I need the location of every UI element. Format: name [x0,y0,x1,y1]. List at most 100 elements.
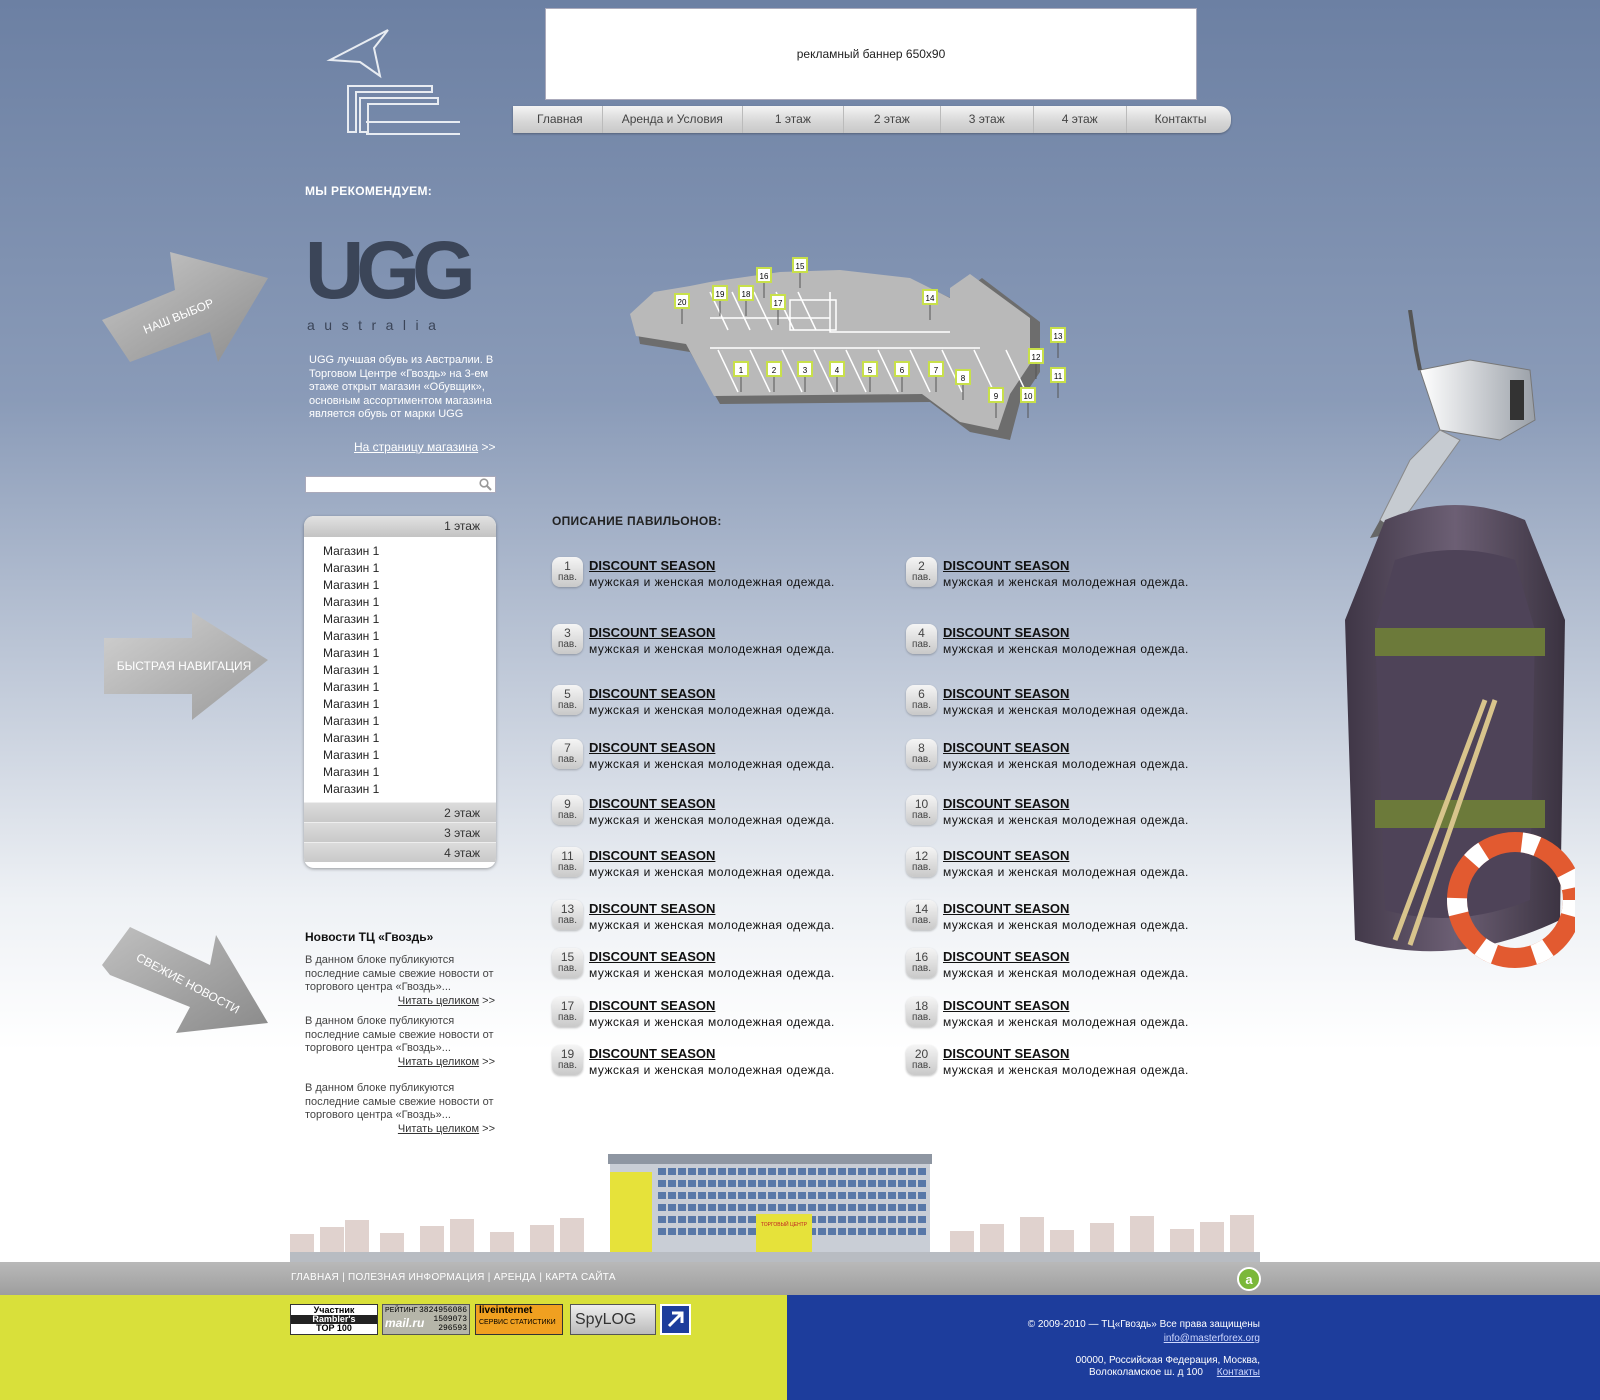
floor-1-header[interactable]: 1 этаж [304,516,496,537]
floor-3-header[interactable]: 3 этаж [304,822,496,842]
pavilion-name-link[interactable]: DISCOUNT SEASON [589,1046,716,1061]
map-pavilion-number: 6 [900,366,905,375]
rambler-counter[interactable]: Участник Rambler's TOP 100 [290,1304,378,1335]
pavilion-description: мужская и женская молодежная одежда. [943,757,1189,771]
map-pavilion-tag[interactable]: 1 [733,361,749,392]
inflatable-boat-image [1345,505,1575,968]
map-pavilion-tag[interactable]: 10 [1020,387,1036,418]
news-read-more-label[interactable]: Читать целиком [397,1122,480,1135]
shop-link[interactable]: Магазин 1 [323,697,380,711]
news-read-more-label[interactable]: Читать целиком [397,1055,480,1068]
footer-contacts-link[interactable]: Контакты [1216,1367,1260,1378]
spylog-counter[interactable]: SpyLOG [570,1304,656,1335]
pavilion-name-link[interactable]: DISCOUNT SEASON [943,949,1070,964]
nav-rent[interactable]: Аренда и Условия [603,106,743,133]
pavilion-name-link[interactable]: DISCOUNT SEASON [589,796,716,811]
nav-floor-1[interactable]: 1 этаж [743,106,844,133]
map-pavilion-tag[interactable]: 16 [756,267,772,298]
news-read-more[interactable]: Читать целиком >> [305,995,495,1009]
pavilion-name-link[interactable]: DISCOUNT SEASON [589,848,716,863]
footer-link-sitemap[interactable]: КАРТА САЙТА [545,1272,616,1283]
pavilion-name-link[interactable]: DISCOUNT SEASON [589,949,716,964]
footer-link-home[interactable]: ГЛАВНАЯ [291,1272,339,1283]
ugg-logo[interactable]: UGG australia [305,228,490,333]
shop-link[interactable]: Магазин 1 [323,595,380,609]
map-pavilion-tag[interactable]: 20 [674,293,690,324]
mall-sign: ТОРГОВЫЙ ЦЕНТР [761,1220,808,1228]
pavilion-name-link[interactable]: DISCOUNT SEASON [943,796,1070,811]
pavilion-name-link[interactable]: DISCOUNT SEASON [943,558,1070,573]
map-pavilion-tag[interactable]: 3 [797,361,813,392]
map-pavilion-tag[interactable]: 6 [894,361,910,392]
footer-link-rent[interactable]: АРЕНДА [493,1272,537,1283]
floor-2-header[interactable]: 2 этаж [304,802,496,822]
shop-page-link[interactable]: На страницу магазина >> [354,440,496,454]
pavilion-name-link[interactable]: DISCOUNT SEASON [589,625,716,640]
map-pavilion-tag[interactable]: 15 [792,257,808,288]
map-pavilion-tag[interactable]: 11 [1050,367,1066,398]
map-pavilion-tag[interactable]: 19 [712,285,728,316]
pavilion-name-link[interactable]: DISCOUNT SEASON [589,686,716,701]
map-pavilion-tag[interactable]: 7 [928,361,944,392]
pavilion-name-link[interactable]: DISCOUNT SEASON [943,848,1070,863]
map-pavilion-tag[interactable]: 13 [1050,327,1066,358]
footer-link-info[interactable]: ПОЛЕЗНАЯ ИНФОРМАЦИЯ [348,1272,485,1283]
shop-link[interactable]: Магазин 1 [323,748,380,762]
news-read-more-label[interactable]: Читать целиком [397,994,480,1007]
map-pavilion-tag[interactable]: 9 [988,387,1004,418]
nav-floor-4[interactable]: 4 этаж [1034,106,1127,133]
news-read-more[interactable]: Читать целиком >> [305,1123,495,1137]
footer-email-link[interactable]: info@masterforex.org [1163,1333,1260,1344]
map-pavilion-tag[interactable]: 4 [829,361,845,392]
shop-link[interactable]: Магазин 1 [323,714,380,728]
gvozd-logo[interactable] [320,26,470,146]
shop-link[interactable]: Магазин 1 [323,612,380,626]
shop-link[interactable]: Магазин 1 [323,544,380,558]
shop-link[interactable]: Магазин 1 [323,765,380,779]
nav-floor-3[interactable]: 3 этаж [941,106,1034,133]
map-pavilion-tag[interactable]: 12 [1028,348,1044,379]
map-pavilion-tag[interactable]: 5 [862,361,878,392]
liveinternet-counter[interactable]: liveinternet СЕРВИС СТАТИСТИКИ [475,1304,563,1335]
shop-page-link-label[interactable]: На страницу магазина [354,440,479,454]
mailru-counter[interactable]: РЕЙТИНГ mail.ru 3824956086 1509073 29659… [382,1304,470,1335]
shop-link[interactable]: Магазин 1 [323,663,380,677]
pavilion-unit: пав. [557,915,578,926]
pavilion-name-link[interactable]: DISCOUNT SEASON [943,901,1070,916]
news-read-more[interactable]: Читать целиком >> [305,1056,495,1070]
pavilion-name-link[interactable]: DISCOUNT SEASON [943,686,1070,701]
map-pavilion-tag[interactable]: 18 [738,285,754,316]
shop-link[interactable]: Магазин 1 [323,731,380,745]
floor-4-header[interactable]: 4 этаж [304,842,496,862]
shop-link[interactable]: Магазин 1 [323,680,380,694]
map-pavilion-tag[interactable]: 17 [770,294,786,325]
studio-logo-icon[interactable]: a [1236,1266,1262,1292]
external-link-icon[interactable] [660,1304,691,1335]
map-pavilion-tag[interactable]: 8 [955,369,971,400]
shop-link[interactable]: Магазин 1 [323,646,380,660]
pavilion-description: мужская и женская молодежная одежда. [589,966,835,980]
shop-link[interactable]: Магазин 1 [323,629,380,643]
pavilion-name-link[interactable]: DISCOUNT SEASON [589,901,716,916]
nav-home[interactable]: Главная [513,106,603,133]
ad-banner[interactable]: рекламный баннер 650x90 [545,8,1197,100]
search-input[interactable] [306,479,477,495]
pavilion-name-link[interactable]: DISCOUNT SEASON [943,1046,1070,1061]
shop-link[interactable]: Магазин 1 [323,578,380,592]
shop-link[interactable]: Магазин 1 [323,561,380,575]
shop-link[interactable]: Магазин 1 [323,782,380,796]
map-pavilion-tag[interactable]: 2 [766,361,782,392]
pavilion-name-link[interactable]: DISCOUNT SEASON [943,625,1070,640]
pavilion-name-link[interactable]: DISCOUNT SEASON [589,740,716,755]
pavilion-name-link[interactable]: DISCOUNT SEASON [943,740,1070,755]
nav-contacts[interactable]: Контакты [1154,112,1207,126]
nav-floor-2[interactable]: 2 этаж [844,106,941,133]
pavilion-name-link[interactable]: DISCOUNT SEASON [589,998,716,1013]
map-pavilion-number: 20 [678,298,687,307]
pavilion-name-link[interactable]: DISCOUNT SEASON [589,558,716,573]
search-icon[interactable] [479,478,492,491]
map-pavilion-tag[interactable]: 14 [922,289,938,320]
pavilion-name-link[interactable]: DISCOUNT SEASON [943,998,1070,1013]
